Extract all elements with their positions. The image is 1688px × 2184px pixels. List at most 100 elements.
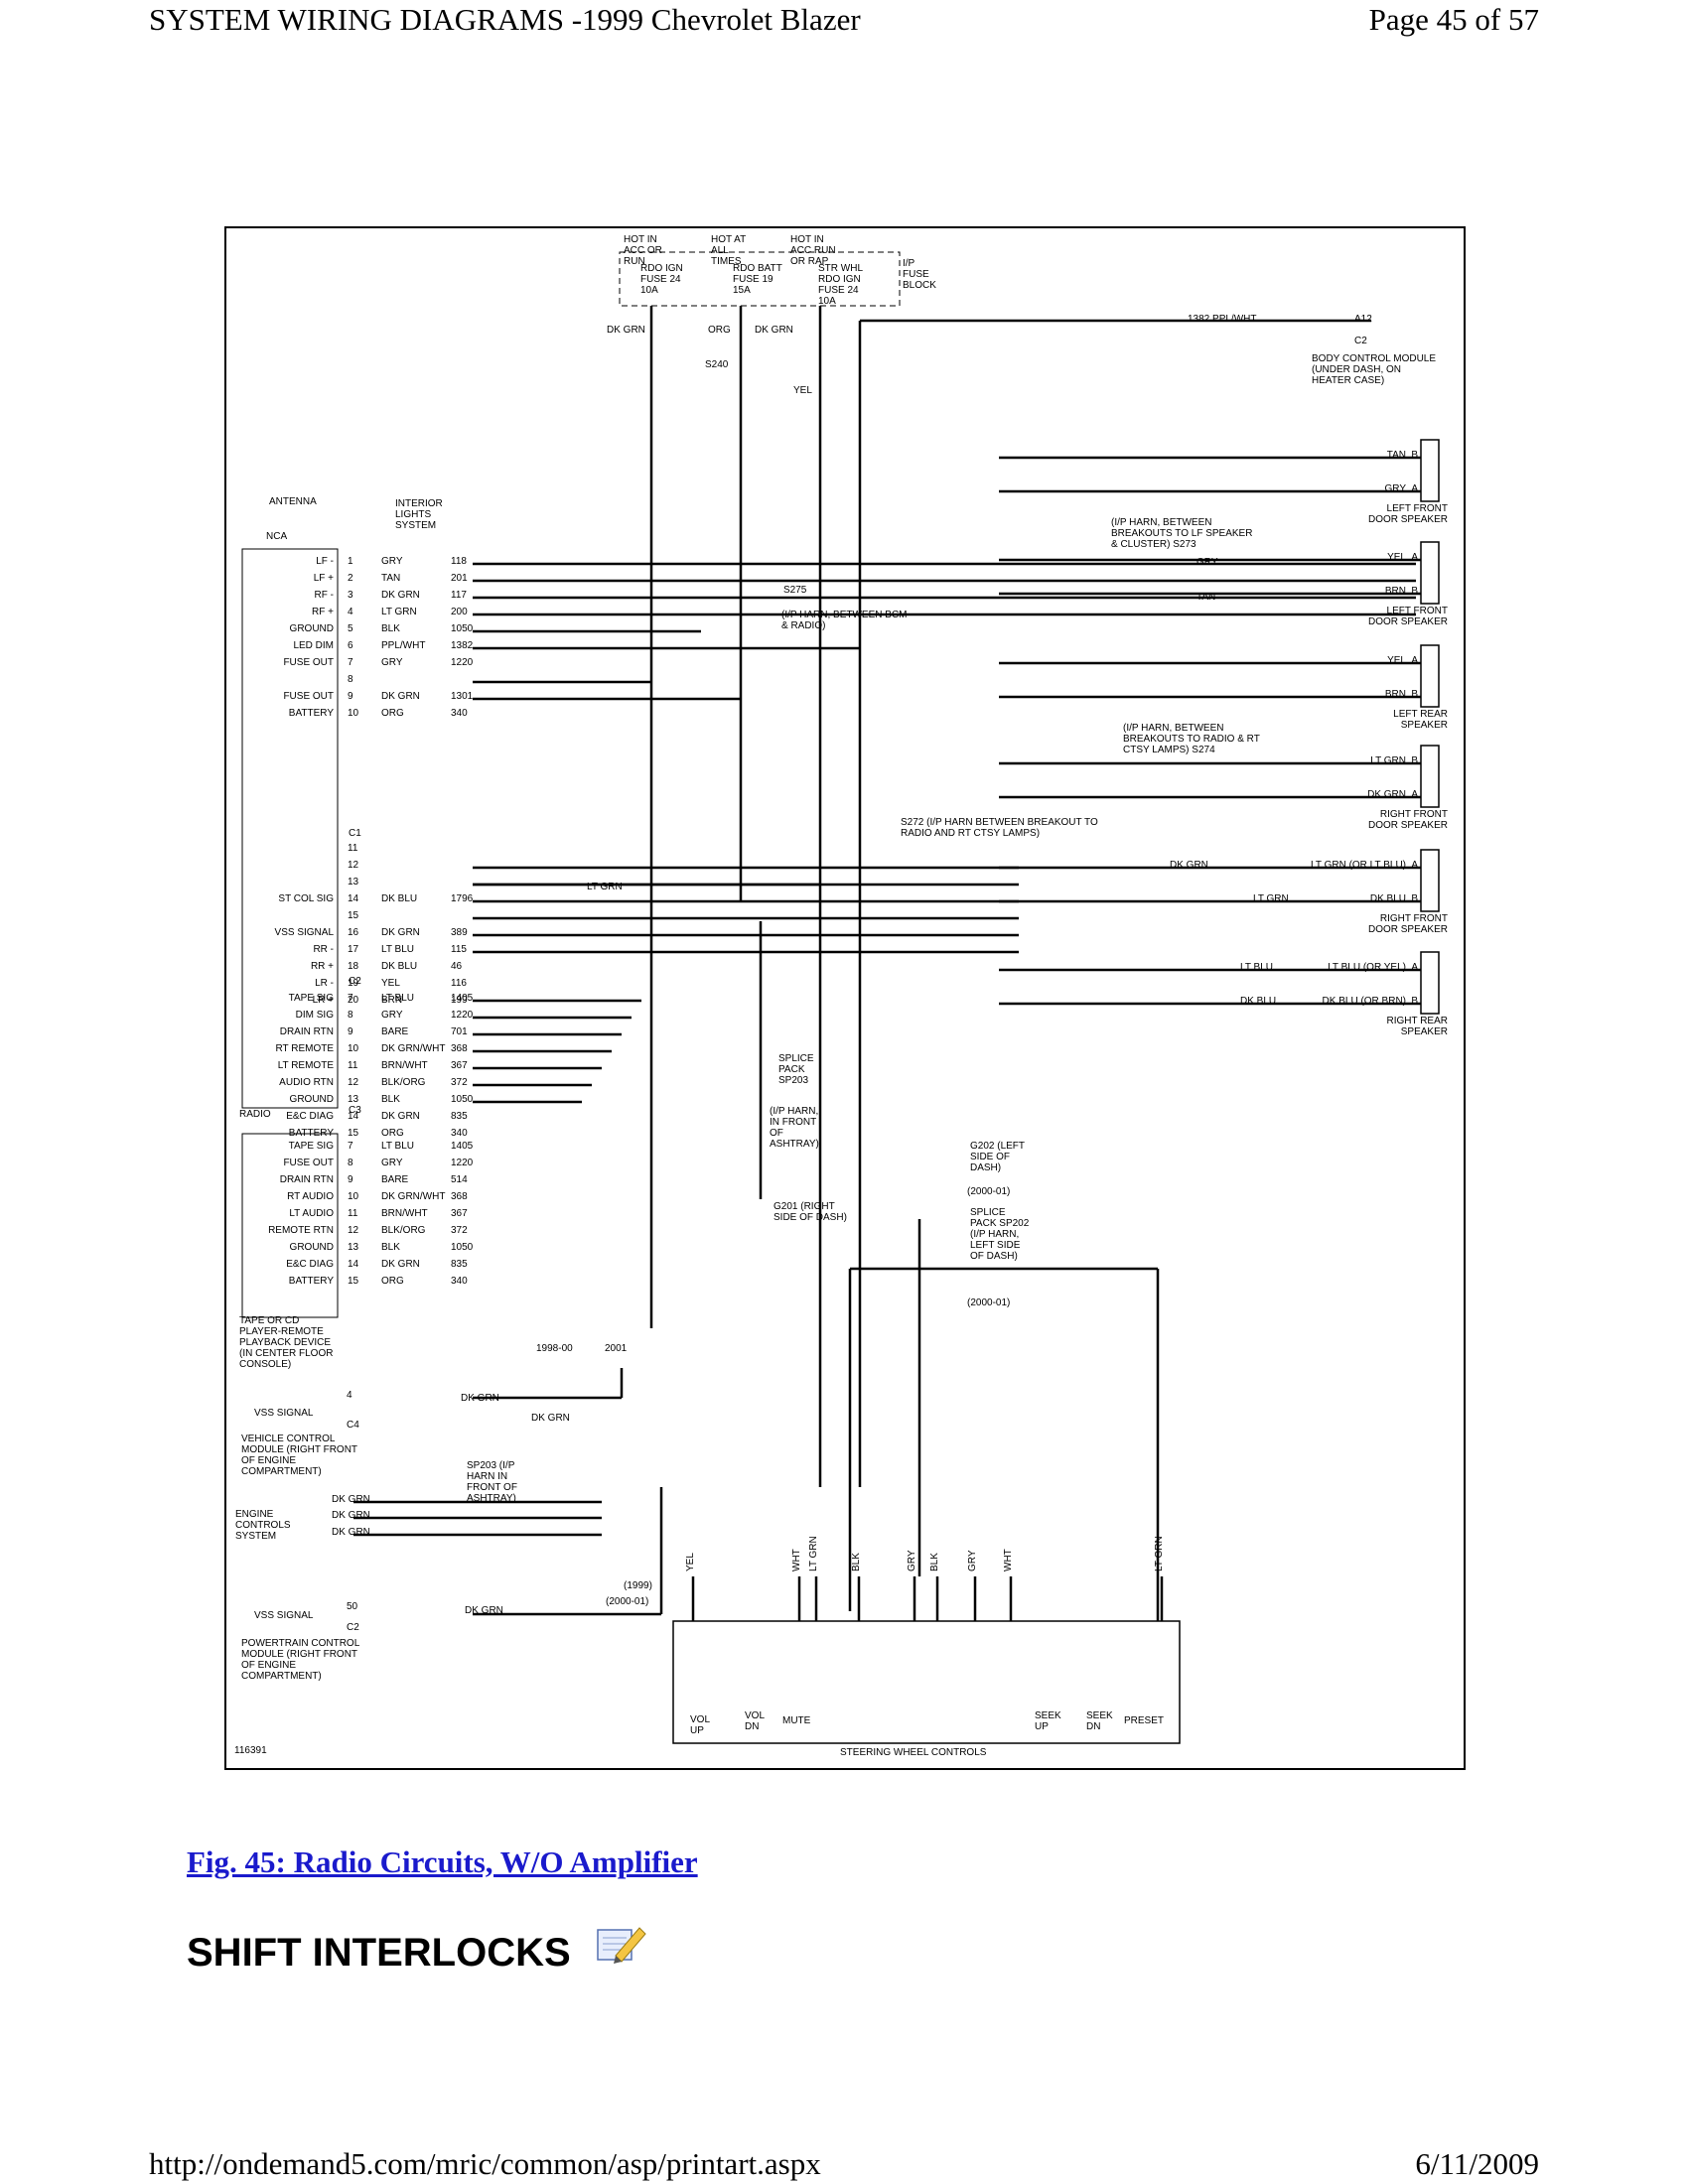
wire-label-dkgrn: DK GRN xyxy=(607,325,645,336)
tape-row-color: GRY xyxy=(381,1158,403,1168)
pcm-wire: DK GRN xyxy=(465,1605,503,1616)
tape-row-name: REMOTE RTN xyxy=(268,1225,334,1236)
radio-c3-row-pin: 10 xyxy=(348,1043,359,1054)
tape-row-circuit: 1050 xyxy=(451,1242,474,1253)
bcm-pin: A12 xyxy=(1354,314,1372,325)
tape-row-pin: 7 xyxy=(348,1141,353,1152)
speaker-wire-a: YEL xyxy=(1387,655,1406,666)
pcm-connector: C2 xyxy=(347,1622,359,1633)
pcm-signal: VSS SIGNAL xyxy=(254,1610,314,1621)
radio-c1-row-circuit: 340 xyxy=(451,708,468,719)
tape-row-name: E&C DIAG xyxy=(286,1259,334,1270)
radio-c2-row-name: RR + xyxy=(311,961,334,972)
radio-c3-row-circuit: 1220 xyxy=(451,1010,474,1021)
mid-wire-gry: GRY xyxy=(1196,557,1218,568)
tape-row-pin: 9 xyxy=(348,1174,353,1185)
speaker-5 xyxy=(1420,951,1440,1015)
radio-c1-row-pin: 10 xyxy=(348,708,359,719)
speaker-wire-a: TAN xyxy=(1387,450,1406,461)
header-title: SYSTEM WIRING DIAGRAMS -1999 Chevrolet B… xyxy=(149,2,861,37)
radio-c1-row-color: BLK xyxy=(381,623,400,634)
radio-c1-row-color: GRY xyxy=(381,556,403,567)
speaker-pin-b: A xyxy=(1411,789,1418,800)
speaker-0 xyxy=(1420,439,1440,502)
tape-row-color: ORG xyxy=(381,1276,404,1287)
swc-wire-color: LT GRN xyxy=(1154,1536,1165,1571)
radio-c3: C3 xyxy=(349,1105,361,1116)
tape-row-name: TAPE SIG xyxy=(289,1141,335,1152)
speaker-wire-b: DK GRN xyxy=(1367,789,1406,800)
radio-c1-row-pin: 6 xyxy=(348,640,353,651)
tape-row-circuit: 1405 xyxy=(451,1141,474,1152)
radio-c2: C2 xyxy=(349,976,361,987)
speaker-wire-b: BRN xyxy=(1385,586,1406,597)
button-preset: PRESET xyxy=(1124,1715,1164,1726)
radio-c3-row-circuit: 372 xyxy=(451,1077,468,1088)
radio-c2-row-pin: 17 xyxy=(348,944,359,955)
radio-c3-row-circuit: 340 xyxy=(451,1128,468,1139)
radio-c1-row-name: GROUND xyxy=(290,623,334,634)
radio-c1-row-name: LF + xyxy=(314,573,334,584)
notepad-icon[interactable] xyxy=(594,1922,647,1966)
radio-c1-row-color: LT GRN xyxy=(381,607,417,617)
fuse-block-outline xyxy=(619,251,901,307)
tape-row-circuit: 372 xyxy=(451,1225,468,1236)
st-col-wire: LT GRN xyxy=(587,882,623,892)
nca-label: NCA xyxy=(266,531,287,542)
speaker-2 xyxy=(1420,644,1440,708)
tape-row-name: BATTERY xyxy=(289,1276,335,1287)
vss-wire-2: DK GRN xyxy=(531,1413,570,1424)
radio-c2-row-pin: 14 xyxy=(348,893,359,904)
radio-c3-row-color: BRN/WHT xyxy=(381,1060,428,1071)
radio-c1-row-circuit: 1301 xyxy=(451,691,474,702)
radio-c1-row-circuit: 1220 xyxy=(451,657,474,668)
radio-c2-row-pin: 19 xyxy=(348,978,359,989)
speaker-pin-a: B xyxy=(1411,755,1418,766)
speaker-4 xyxy=(1420,849,1440,912)
radio-c3-row-color: LT BLU xyxy=(381,993,414,1004)
figure-caption-link[interactable]: Fig. 45: Radio Circuits, W/O Amplifier xyxy=(187,1844,698,1879)
speaker-pin-b: B xyxy=(1411,996,1418,1007)
radio-c3-row-color: BLK xyxy=(381,1094,400,1105)
radio-c3-row-pin: 13 xyxy=(348,1094,359,1105)
radio-c2-row-pin: 15 xyxy=(348,910,359,921)
radio-c3-row-name: BATTERY xyxy=(289,1128,335,1139)
speaker-wire-a: LT GRN xyxy=(1370,755,1406,766)
radio-c1-row-name: FUSE OUT xyxy=(283,657,334,668)
swc-year-2000-01: (2000-01) xyxy=(606,1596,648,1607)
radio-c1-row-circuit: 118 xyxy=(451,556,467,567)
speaker-wire-b: DK BLU xyxy=(1370,893,1406,904)
speaker-wire-a: LT GRN (OR LT BLU) xyxy=(1311,860,1406,871)
speaker-pin-b: B xyxy=(1411,586,1418,597)
radio-label: RADIO xyxy=(239,1109,271,1120)
tape-row-circuit: 340 xyxy=(451,1276,468,1287)
mid-wire-dkgrn: DK GRN xyxy=(1170,860,1208,871)
radio-c3-row-circuit: 1050 xyxy=(451,1094,474,1105)
radio-c3-row-circuit: 835 xyxy=(451,1111,468,1122)
radio-c2-row-pin: 16 xyxy=(348,927,359,938)
splice-s240: S240 xyxy=(705,359,729,370)
wires xyxy=(353,251,1421,1621)
radio-c1-row-circuit: 1382 xyxy=(451,640,474,651)
antenna-label: ANTENNA xyxy=(269,496,317,507)
radio-c2-row-circuit: 116 xyxy=(451,978,467,989)
steering-wheel-controls-label: STEERING WHEEL CONTROLS xyxy=(840,1747,987,1758)
radio-c2-row-color: YEL xyxy=(381,978,400,989)
radio-c3-row-circuit: 367 xyxy=(451,1060,468,1071)
speaker-wire-a: YEL xyxy=(1387,552,1406,563)
